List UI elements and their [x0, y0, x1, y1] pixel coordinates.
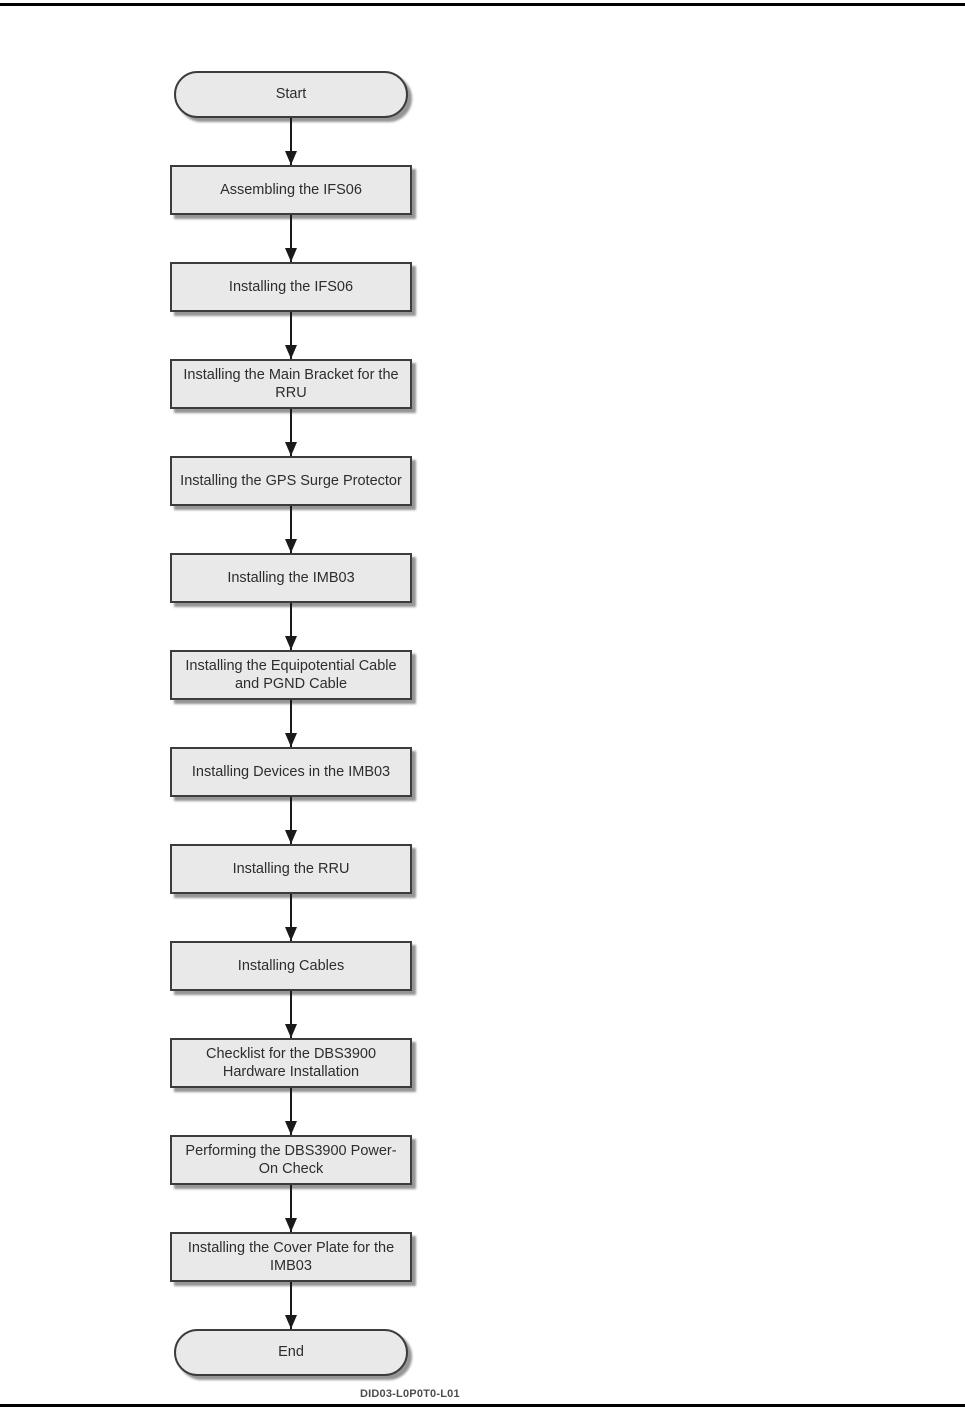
flow-node-checklist-for-the-dbs3900-hardware-installation: Checklist for the DBS3900 Hardware Insta…	[170, 1038, 412, 1088]
flow-node-assembling-the-ifs06: Assembling the IFS06	[170, 165, 412, 215]
flow-node-installing-the-gps-surge-protector: Installing the GPS Surge Protector	[170, 456, 412, 506]
figure-caption: DID03-L0P0T0-L01	[360, 1388, 460, 1400]
flow-node-installing-the-imb03: Installing the IMB03	[170, 553, 412, 603]
flow-arrow-down-icon	[290, 118, 292, 165]
flow-arrow-down-icon	[290, 991, 292, 1038]
flow-arrow-down-icon	[290, 1282, 292, 1329]
flow-arrow-down-icon	[290, 1088, 292, 1135]
flow-node-installing-the-equipotential-cable-and-pgnd-cable: Installing the Equipotential Cable and P…	[170, 650, 412, 700]
flow-arrow-down-icon	[290, 215, 292, 262]
flow-arrow-down-icon	[290, 409, 292, 456]
page-top-rule	[0, 3, 965, 6]
flow-arrow-down-icon	[290, 700, 292, 747]
flow-arrow-down-icon	[290, 797, 292, 844]
flow-node-installing-the-main-bracket-for-the-rru: Installing the Main Bracket for the RRU	[170, 359, 412, 409]
flow-node-installing-the-ifs06: Installing the IFS06	[170, 262, 412, 312]
flow-arrow-down-icon	[290, 506, 292, 553]
page-bottom-rule	[0, 1404, 965, 1407]
flow-node-installing-the-rru: Installing the RRU	[170, 844, 412, 894]
flow-node-performing-the-dbs3900-power-on-check: Performing the DBS3900 Power-On Check	[170, 1135, 412, 1185]
flow-node-installing-the-cover-plate-for-the-imb03: Installing the Cover Plate for the IMB03	[170, 1232, 412, 1282]
flow-node-installing-cables: Installing Cables	[170, 941, 412, 991]
flow-arrow-down-icon	[290, 312, 292, 359]
flow-node-installing-devices-in-the-imb03: Installing Devices in the IMB03	[170, 747, 412, 797]
flow-node-start: Start	[174, 71, 408, 118]
flow-node-end: End	[174, 1329, 408, 1376]
flow-arrow-down-icon	[290, 603, 292, 650]
flow-arrow-down-icon	[290, 1185, 292, 1232]
flow-arrow-down-icon	[290, 894, 292, 941]
